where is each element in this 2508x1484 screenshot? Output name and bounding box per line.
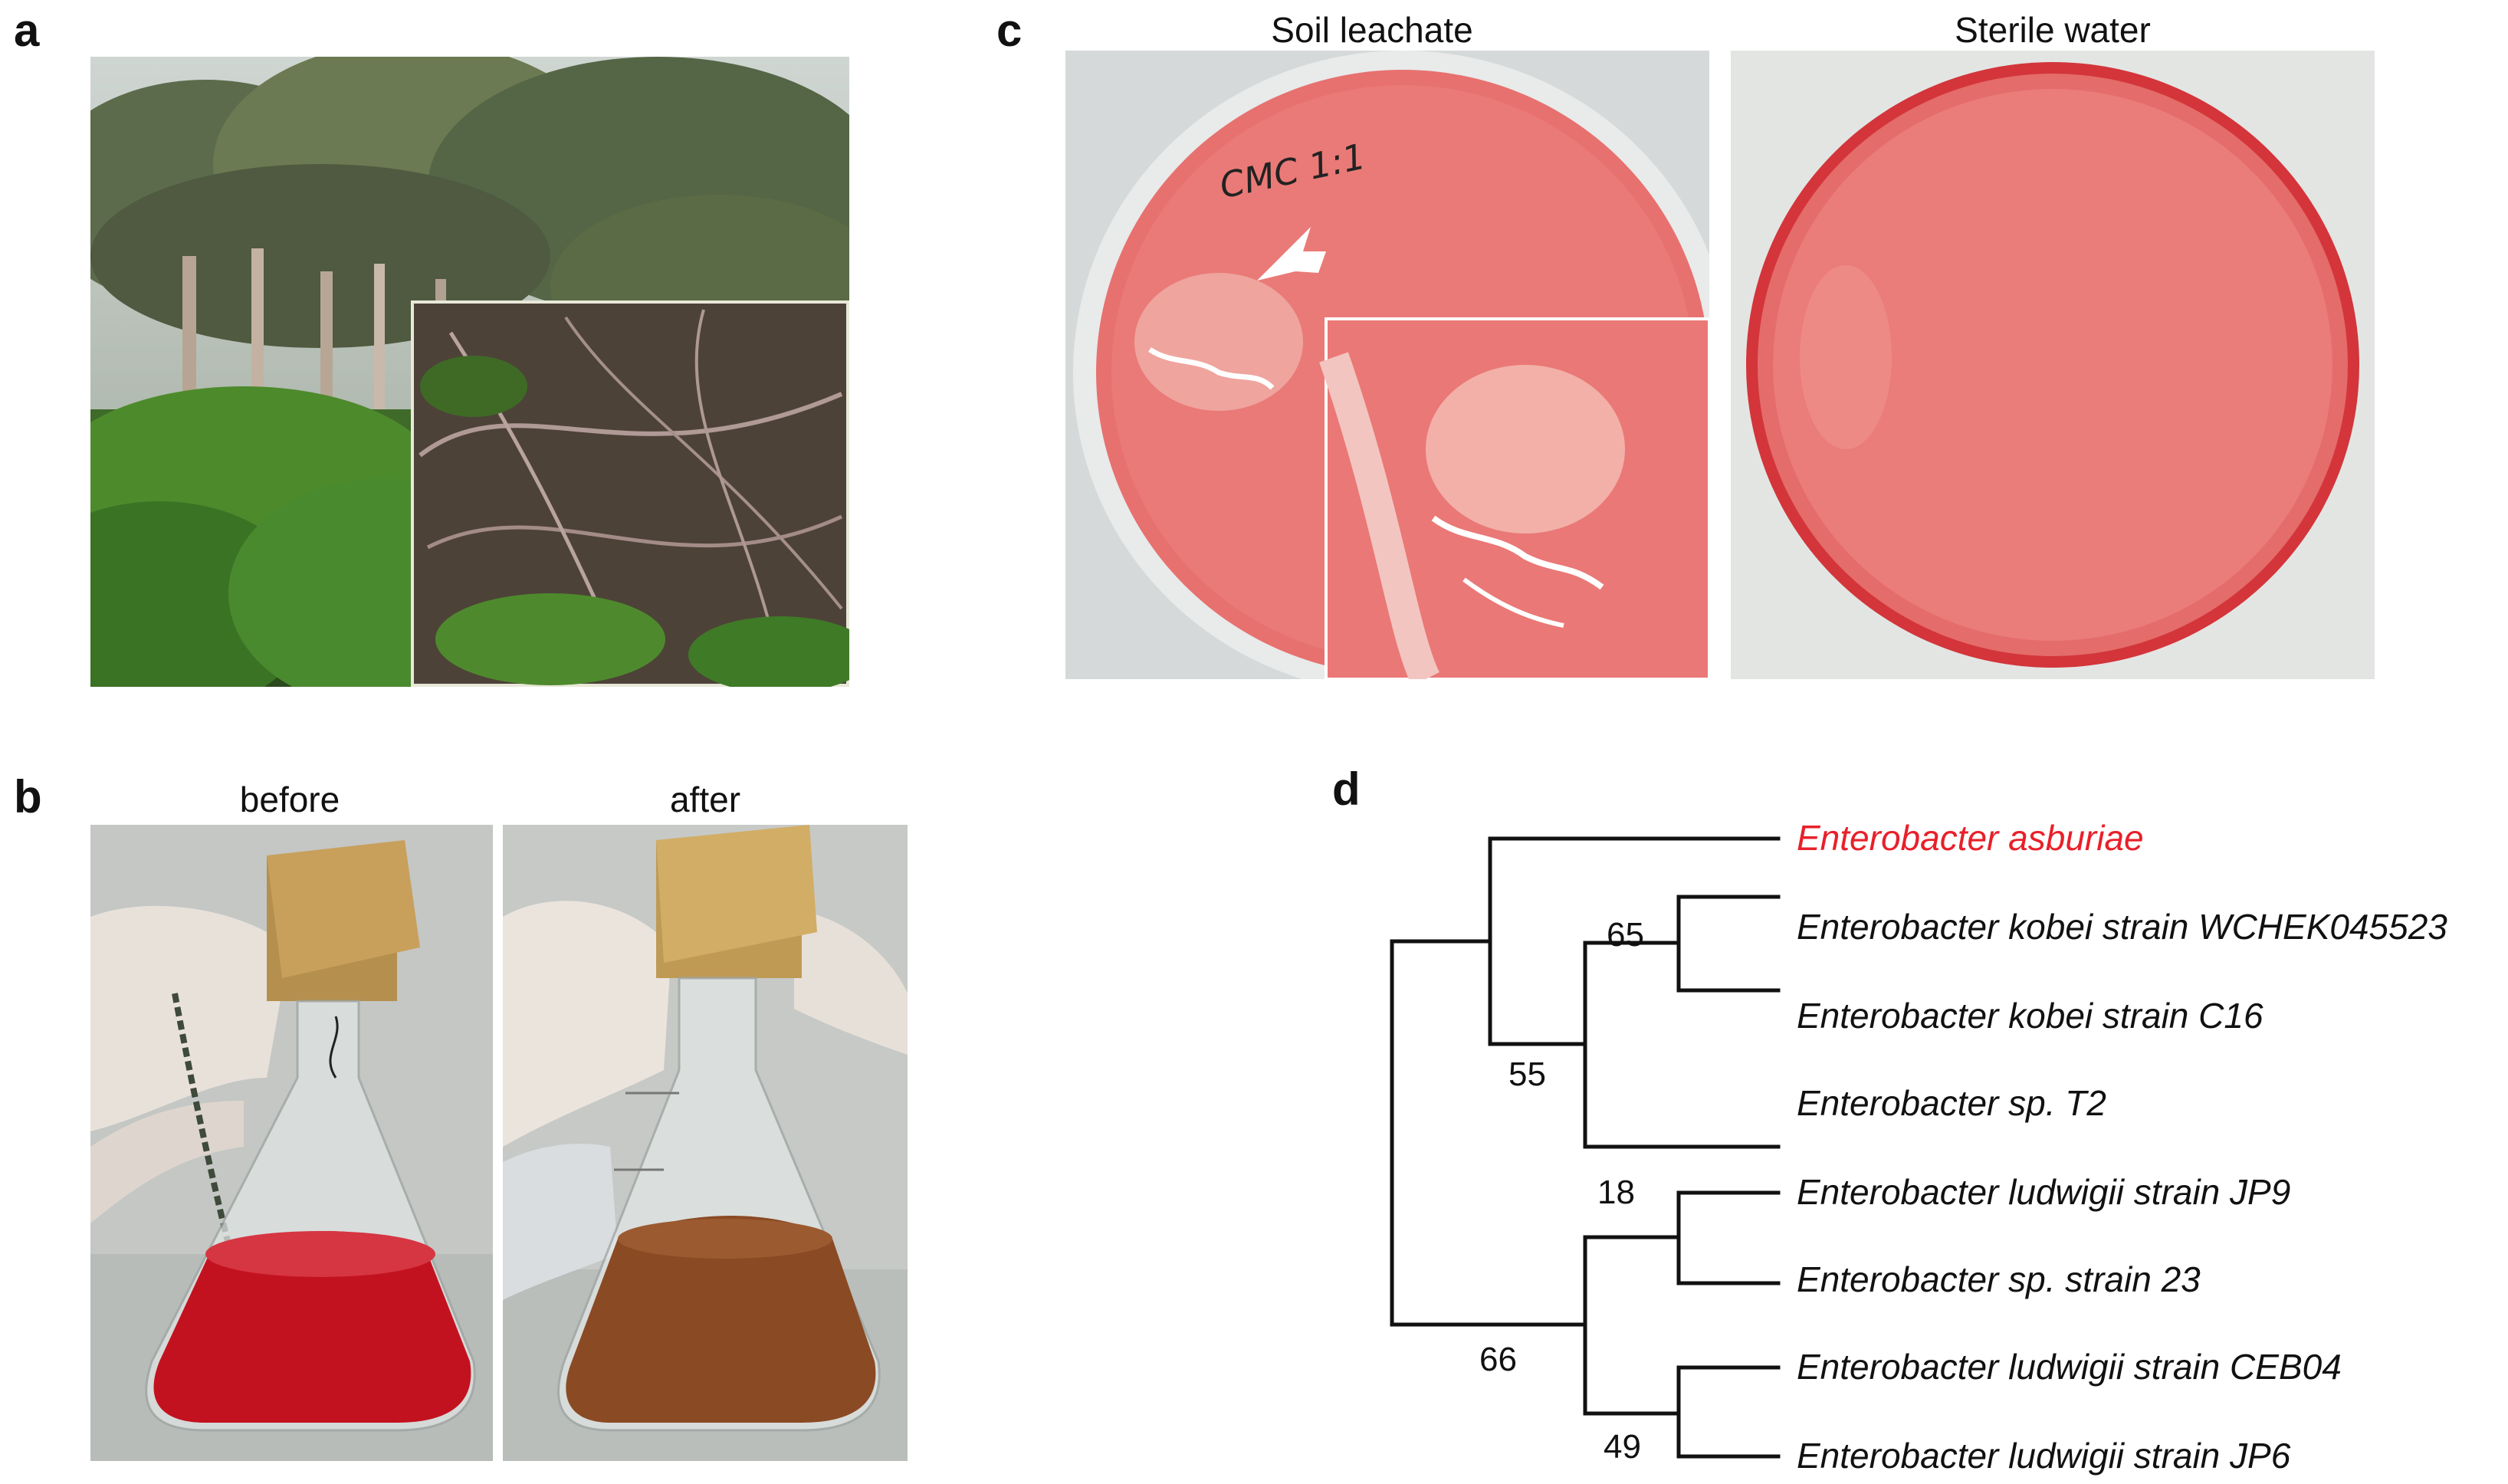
bootstrap-label-18: 18	[1597, 1174, 1635, 1211]
panel-letter-c: c	[996, 5, 1023, 56]
leaf-label-ludwigii-jp6: Enterobacter ludwigii strain JP6	[1797, 1436, 2291, 1476]
bootstrap-label-49: 49	[1604, 1428, 1641, 1466]
soil-leachate-dish-photo: CMC 1:1	[1065, 51, 1709, 679]
flask-after-photo	[503, 825, 908, 1461]
leaf-label-sp-t2: Enterobacter sp. T2	[1797, 1083, 2106, 1123]
bootstrap-label-65: 65	[1607, 916, 1644, 954]
bootstrap-label-55: 55	[1508, 1056, 1546, 1093]
leaf-label-ludwigii-jp9: Enterobacter ludwigii strain JP9	[1797, 1172, 2291, 1212]
leaf-label-kobei-c16: Enterobacter kobei strain C16	[1797, 996, 2263, 1036]
caption-sterile-water: Sterile water	[1955, 10, 2151, 50]
flask-before-photo	[90, 825, 493, 1461]
bootstrap-label-66: 66	[1479, 1341, 1517, 1378]
leaf-label-sp-strain-23: Enterobacter sp. strain 23	[1797, 1259, 2201, 1299]
panel-letter-a: a	[14, 5, 40, 56]
caption-before: before	[239, 780, 340, 819]
panel-letter-d: d	[1332, 763, 1361, 815]
leaf-label-ludwigii-ceb04: Enterobacter ludwigii strain CEB04	[1797, 1347, 2342, 1387]
sterile-water-dish-photo	[1731, 51, 2375, 679]
phylogenetic-tree	[1390, 836, 1781, 1459]
leaf-label-kobei-wchek045523: Enterobacter kobei strain WCHEK045523	[1797, 907, 2447, 947]
caption-soil-leachate: Soil leachate	[1271, 10, 1473, 50]
panel-letter-b: b	[14, 771, 42, 822]
leaf-label-asburiae: Enterobacter asburiae	[1797, 818, 2144, 858]
caption-after: after	[669, 780, 741, 819]
vegetation-photo	[90, 57, 849, 687]
